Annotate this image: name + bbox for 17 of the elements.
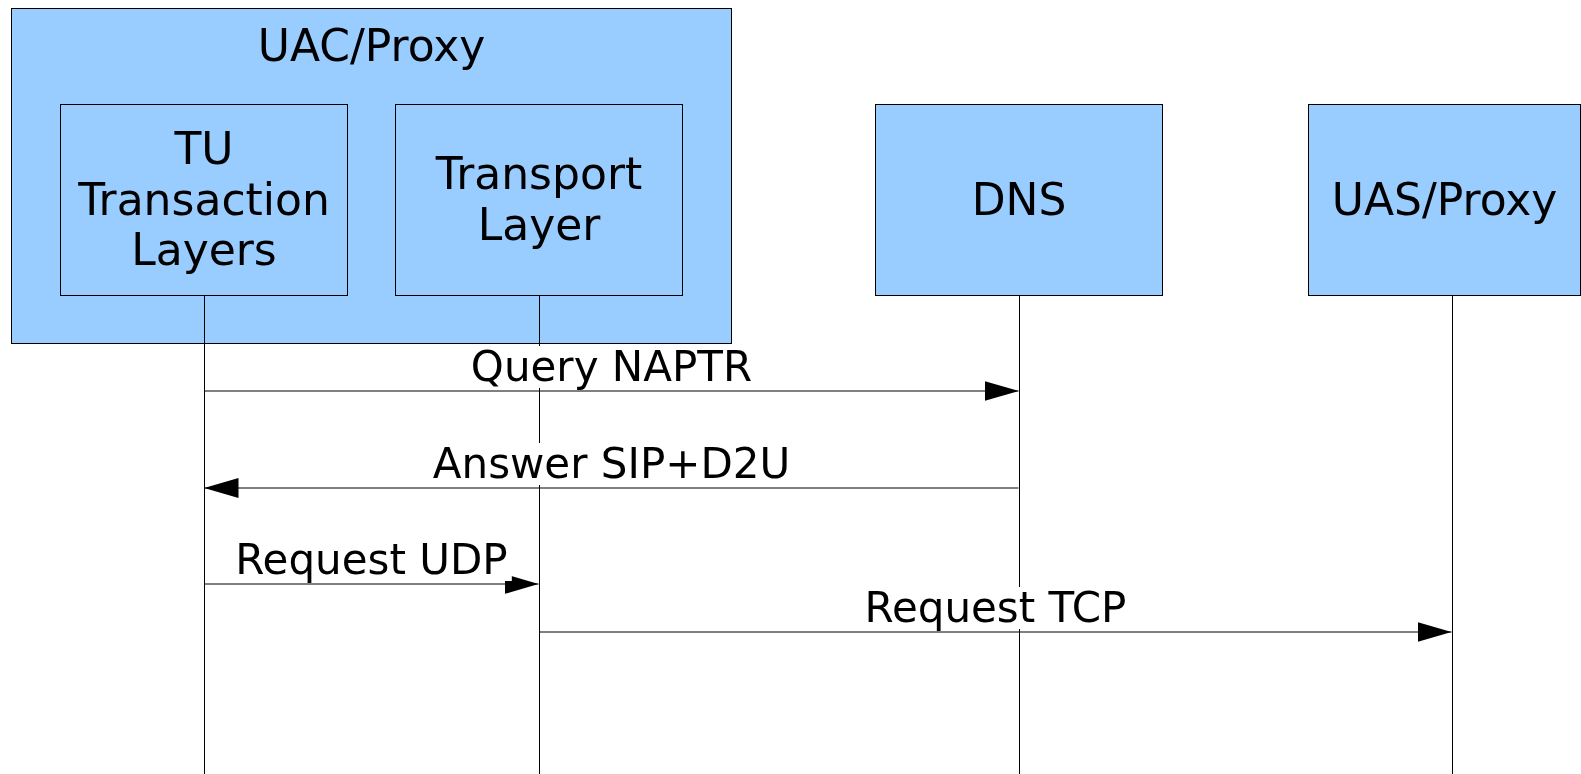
lifeline: [1451, 296, 1453, 774]
participant-box: [1308, 104, 1581, 296]
lifeline: [1018, 296, 1020, 774]
message-arrow: [204, 478, 1019, 498]
container-box: [11, 8, 732, 344]
participant-box: [395, 104, 683, 296]
participant-label: UAS/Proxy: [1331, 174, 1558, 226]
message-arrow: [204, 381, 1019, 401]
participant-label: DNS: [971, 174, 1067, 226]
lifeline: [203, 296, 205, 774]
container-title: UAC/Proxy: [257, 21, 486, 72]
message-arrow: [539, 622, 1452, 642]
participant-label: TU Transaction Layers: [77, 124, 331, 276]
participant-box: [60, 104, 348, 296]
participant-label: Transport Layer: [434, 149, 644, 251]
message-arrow: [204, 574, 539, 594]
participant-box: [875, 104, 1163, 296]
